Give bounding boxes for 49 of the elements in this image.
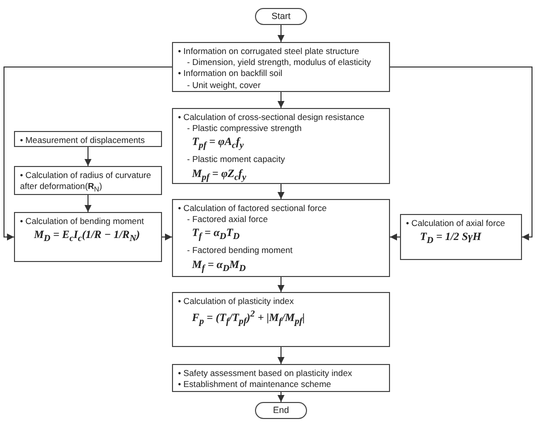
arrow [278, 184, 284, 200]
arrow [278, 24, 284, 42]
process-box [172, 364, 390, 392]
sub-item-text: - Plastic moment capacity [187, 154, 285, 164]
sub-item-text: - Plastic compressive strength [187, 123, 302, 134]
process-box [172, 42, 390, 92]
formula: M$_{f}$ = α$_{D}$M$_{D}$ [192, 258, 246, 271]
sub-item-text: - Dimension, yield strength, modulus of elasticity [187, 57, 371, 68]
bullet-text: • Calculation of bending moment [20, 216, 144, 226]
formula: M$_{D}$ = E$_{c}$I$_{c}$(1/R − 1/R$_{N}$) [34, 229, 140, 242]
process-box [400, 214, 522, 260]
bullet-text: • Safety assessment based on plasticity index [178, 368, 352, 378]
terminal-label: End [272, 405, 289, 415]
process-box [14, 212, 162, 262]
bullet-text: • Calculation of plasticity index [178, 296, 294, 306]
bullet-text: • Information on corrugated steel plate structure [178, 46, 360, 56]
formula: T$_{D}$ = 1/2 SγH [420, 231, 482, 244]
arrow [278, 92, 284, 108]
arrow [278, 346, 284, 364]
bullet-text: • Establishment of maintenance scheme [178, 379, 332, 390]
terminal-shape [255, 8, 307, 25]
arrow [278, 276, 284, 292]
bullet-text: • Measurement of displacements [20, 135, 145, 145]
arrow [84, 146, 92, 166]
terminal-shape [255, 402, 307, 419]
formula: M$_{pf}$ = φZ$_{c}$f$_{y}$ [192, 168, 246, 180]
arrow [390, 66, 532, 240]
process-box [172, 108, 390, 184]
arrow [278, 392, 284, 402]
arrow [390, 234, 400, 240]
process-box [14, 166, 162, 195]
formula: T$_{f}$ = α$_{D}$T$_{D}$ [192, 227, 240, 240]
bullet-text: • Information on backfill soil [178, 68, 282, 78]
terminal-label: Start [271, 11, 290, 21]
sub-item-text: - Unit weight, cover [187, 80, 261, 90]
bullet-text: • Calculation of radius of curvature after deformation(R$_{N}$) [20, 170, 152, 192]
formula: T$_{pf}$ = φA$_{c}$f$_{y}$ [192, 136, 244, 148]
arrow [162, 234, 172, 240]
process-box [14, 131, 162, 147]
sub-item-text: - Factored axial force [187, 214, 268, 224]
bullet-text: • Calculation of cross-sectional design resistance [178, 112, 364, 122]
process-box [172, 292, 390, 347]
arrow [4, 66, 172, 240]
arrow [84, 194, 92, 212]
process-box [172, 199, 390, 277]
bullet-text: • Calculation of axial force [406, 218, 506, 228]
bullet-text: • Calculation of factored sectional force [178, 203, 327, 213]
formula: F$_{p}$ = (T$_{f}$/T$_{pf}$)$^{2}$ + |M$_{f}$/M$_{pf}$| [192, 312, 305, 324]
sub-item-text: - Factored bending moment [187, 245, 293, 256]
